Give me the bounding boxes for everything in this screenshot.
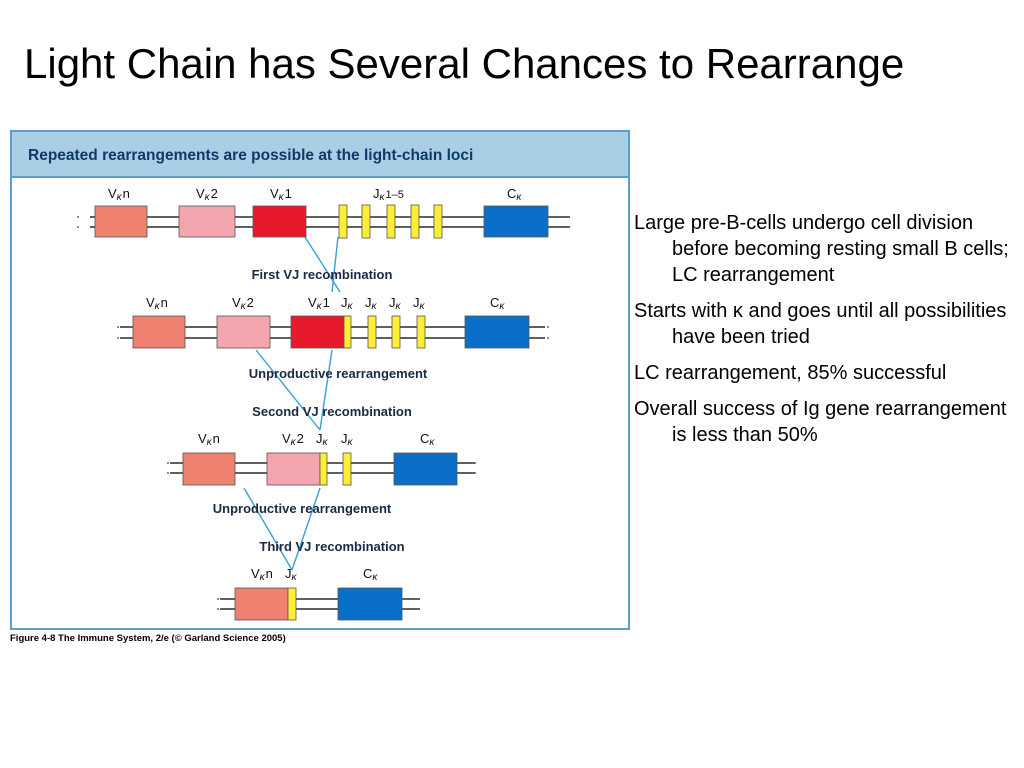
v-kappa-n-label: Vκn [146,295,168,312]
j-kappa-segment [342,452,352,486]
j-kappa-label: Jκ [365,295,378,312]
c-kappa-segment [393,452,458,486]
connector-line [304,236,341,293]
figure-header: Repeated rearrangements are possible at … [28,147,473,164]
c-kappa-segment [483,205,549,238]
v-kappa-n-label: Vκn [108,186,130,203]
step-unproductive-rearrangement-1: Unproductive rearrangement [249,366,428,381]
connector-line [331,236,339,293]
gene-row-third-rearrangement: Vκn Jκ Cκ [220,566,420,621]
j-kappa-label: Jκ [413,295,426,312]
v-kappa-1-segment [290,315,345,349]
figure-header-band [12,132,628,177]
j-kappa-segment [343,315,352,349]
bullet-list: Large pre-B-cells undergo cell division … [634,210,1014,458]
connector-line [255,349,321,431]
v-kappa-2-label: Vκ2 [232,295,254,312]
j-kappa-label: Jκ [389,295,402,312]
connector-line [291,487,321,571]
v-kappa-2-label: Vκ2 [282,431,304,448]
v-kappa-n-label: Vκn [198,431,220,448]
v-kappa-2-segment [266,452,321,486]
v-kappa-n-segment [132,315,186,349]
v-kappa-n-segment [234,587,289,621]
v-kappa-n-segment [94,205,148,238]
j-kappa-segment [367,315,377,349]
bullet-item: LC rearrangement, 85% successful [634,362,947,384]
j-kappa-segment [338,204,348,239]
figure-caption: Figure 4-8 The Immune System, 2/e (© Gar… [10,633,286,644]
j-kappa-segment [287,587,297,621]
step-unproductive-rearrangement-2: Unproductive rearrangement [213,501,392,516]
connector-line [319,349,333,431]
locus-continuation-dots [77,216,564,610]
j-kappa-segment [433,204,443,239]
v-kappa-2-label: Vκ2 [196,186,218,203]
slide-title: Light Chain has Several Chances to Rearr… [24,40,905,87]
connector-line [243,487,293,571]
j-kappa-segment [391,315,401,349]
j-kappa-segment [386,204,396,239]
bullet-item: Large pre-B-cells undergo cell division … [634,212,1009,286]
c-kappa-label: Cκ [507,186,522,203]
gene-row-second-rearrangement: Vκn Vκ2 Jκ Jκ Cκ [170,431,475,486]
j-kappa-segment [361,204,371,239]
j-kappa-label: Jκ [341,295,354,312]
kappa-symbol: κ [732,300,743,322]
step-first-vj-recombination: First VJ recombination [252,267,393,282]
v-kappa-1-segment [252,205,307,238]
step-third-vj-recombination: Third VJ recombination [259,539,404,554]
v-kappa-2-segment [178,205,236,238]
c-kappa-label: Cκ [490,295,505,312]
light-chain-rearrangement-figure: Repeated rearrangements are possible at … [10,130,630,630]
gene-row-first-rearrangement: Vκn Vκ2 Vκ1 Jκ Jκ Jκ Jκ Cκ [120,295,545,349]
j-kappa-segment [416,315,426,349]
v-kappa-2-segment [216,315,271,349]
j-kappa-segment [410,204,420,239]
v-kappa-n-segment [182,452,236,486]
j-kappa-range-label: Jκ1–5 [373,186,404,203]
v-kappa-1-label: Vκ1 [270,186,292,203]
c-kappa-label: Cκ [420,431,435,448]
bullet-item: Overall success of Ig gene rearrangement… [634,398,1007,446]
c-kappa-segment [464,315,530,349]
j-kappa-label: Jκ [285,566,298,583]
gene-row-germline: Vκn Vκ2 Vκ1 Jκ1–5 Cκ [90,186,570,239]
v-kappa-n-label: Vκn [251,566,273,583]
j-kappa-label: Jκ [341,431,354,448]
c-kappa-segment [337,587,403,621]
step-second-vj-recombination: Second VJ recombination [252,404,412,419]
c-kappa-label: Cκ [363,566,378,583]
j-kappa-segment [319,452,328,486]
bullet-item: Starts with κ and goes until all possibi… [634,300,1007,348]
connector-lines [243,236,341,571]
v-kappa-1-label: Vκ1 [308,295,330,312]
j-kappa-label: Jκ [316,431,329,448]
